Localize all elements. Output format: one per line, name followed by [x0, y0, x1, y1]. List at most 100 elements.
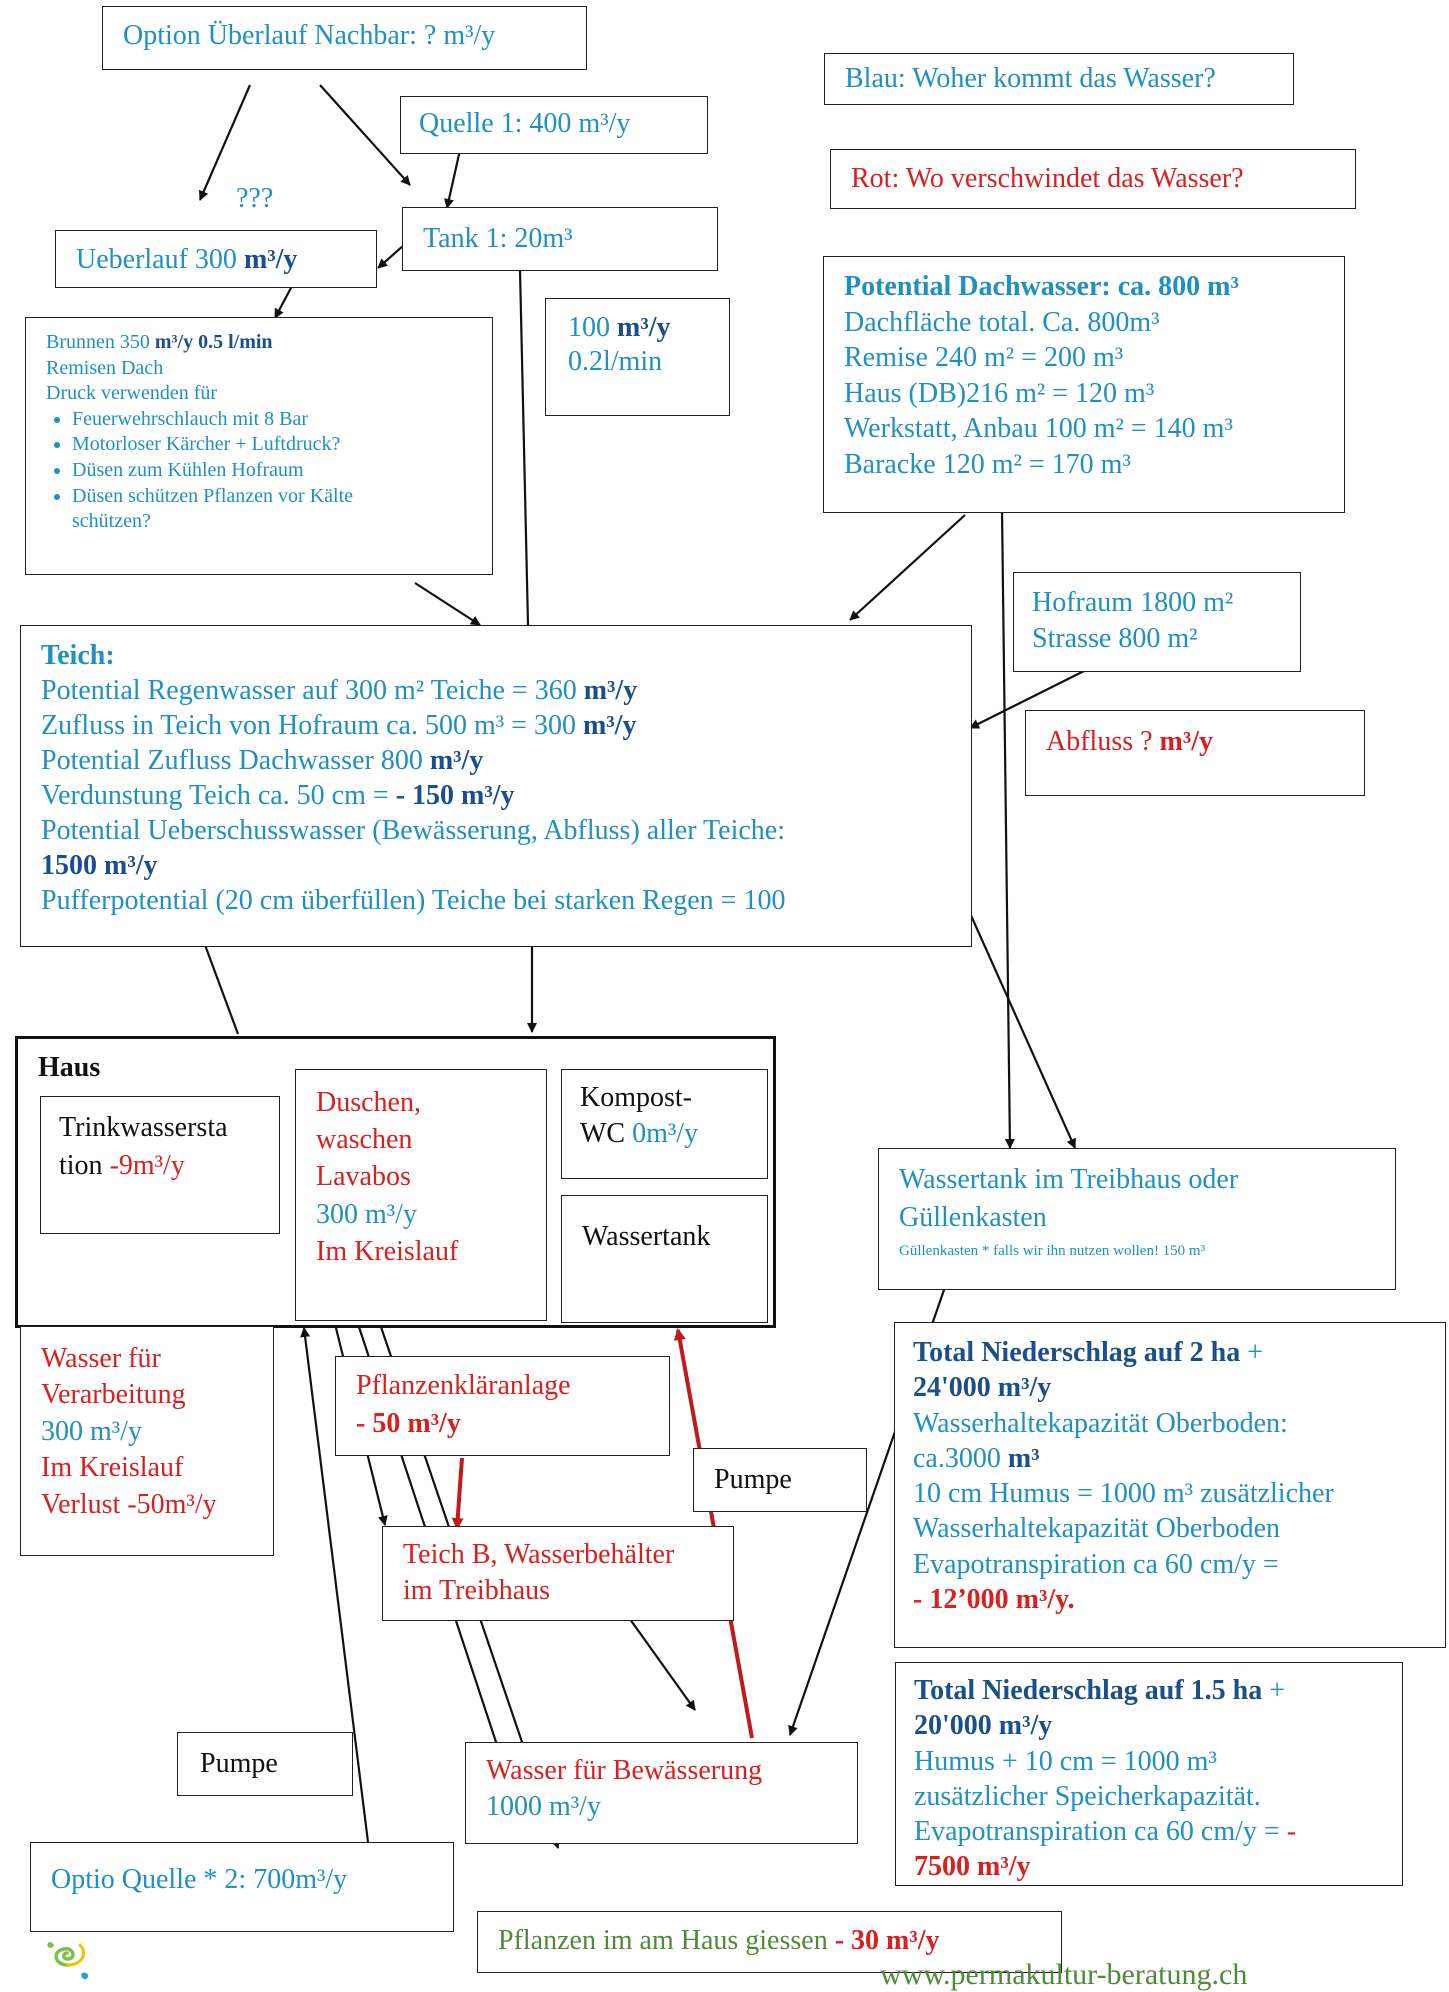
- pump-label: Pumpe: [714, 1464, 792, 1495]
- roof-water-box: Potential Dachwasser: ca. 800 m³ Dachflä…: [823, 256, 1345, 513]
- arrow-overflow-to-well: [274, 285, 293, 319]
- well-title: Brunnen 350: [46, 331, 155, 353]
- roof-water-title: Potential Dachwasser: ca. 800 m³: [844, 271, 1239, 302]
- plants-house-value: - 30 m³/y: [834, 1925, 940, 1956]
- source2-box: Optio Quelle * 2: 700m³/y: [30, 1842, 454, 1932]
- arrow-roof-to-greenhouse-tank: [1000, 509, 1015, 1149]
- pond-rainwater: Potential Regenwasser auf 300 m² Teiche …: [41, 675, 584, 706]
- precip2-evapotranspiration: - 12’000 m³/y.: [913, 1583, 1075, 1615]
- overflow-neighbor-box: Option Überlauf Nachbar: ? m³/y: [102, 6, 587, 70]
- roof-water-line: Baracke 120 m² = 170 m³: [844, 448, 1131, 480]
- house-watertank-box: Wassertank: [561, 1195, 768, 1323]
- precip15-total: 20'000 m³/y: [914, 1710, 1053, 1742]
- drinking-water-box: Trinkwassersta tion -9m³/y: [40, 1096, 280, 1234]
- drinking-water-value: -9m³/y: [109, 1149, 185, 1181]
- plant-treatment-value: - 50 m³/y: [356, 1407, 461, 1439]
- irrigation-value: 1000 m³/y: [486, 1791, 601, 1823]
- house-box: Haus Trinkwassersta tion -9m³/y Duschen,…: [15, 1036, 776, 1328]
- greenhouse-tank-title: Wassertank im Treibhaus oder: [899, 1164, 1239, 1195]
- pond-inflow-yard: Zufluss in Teich von Hofraum ca. 500 m³ …: [41, 710, 583, 741]
- pond-title: Teich:: [41, 640, 115, 671]
- precip2-line: Wasserhaltekapazität Oberboden:: [913, 1407, 1288, 1439]
- arrow-pondb-to-irrigation: [621, 1607, 696, 1711]
- yard-line-courtyard: Hofraum 1800 m²: [1032, 587, 1234, 618]
- flow100-unit: m³/y: [617, 312, 671, 343]
- precip2-title: Total Niederschlag auf 2 ha: [913, 1337, 1248, 1368]
- plants-house-label: Pflanzen im am Haus giessen: [498, 1925, 835, 1956]
- pond-inflow-roof-unit: m³/y: [429, 745, 484, 776]
- precip2-line: Wasserhaltekapazität Oberboden: [913, 1513, 1281, 1545]
- precip15-evapotranspiration: 7500 m³/y: [914, 1851, 1031, 1883]
- arrow-yard-to-pond: [969, 667, 1091, 729]
- well-box: Brunnen 350 m³/y 0.5 l/min Remisen Dach …: [25, 317, 493, 575]
- compost-wc-value: 0m³/y: [632, 1118, 699, 1150]
- processing-line: Verarbeitung: [41, 1379, 186, 1411]
- precip2-plus: +: [1247, 1337, 1264, 1368]
- shower-box: Duschen, waschen Lavabos 300 m³/y Im Kre…: [295, 1069, 547, 1321]
- well-title-values: m³/y 0.5 l/min: [154, 331, 273, 353]
- compost-wc-label: Kompost-: [580, 1082, 692, 1113]
- precip2-total: 24'000 m³/y: [913, 1372, 1052, 1404]
- precip15-line: Humus + 10 cm = 1000 m³: [914, 1745, 1217, 1777]
- outflow-label: Abfluss ?: [1046, 726, 1160, 757]
- shower-line: Lavabos: [316, 1161, 411, 1193]
- pond-b-box: Teich B, Wasserbehälter im Treibhaus: [382, 1526, 734, 1621]
- shower-line: waschen: [316, 1124, 413, 1156]
- pond-buffer: Pufferpotential (20 cm überfüllen) Teich…: [41, 885, 786, 916]
- shower-line: Duschen,: [316, 1087, 421, 1118]
- plants-house-box: Pflanzen im am Haus giessen - 30 m³/y: [477, 1911, 1062, 1973]
- processing-loss: Verlust -50m³/y: [41, 1488, 217, 1520]
- plant-treatment-box: Pflanzenkläranlage - 50 m³/y: [335, 1356, 670, 1456]
- pond-box: Teich: Potential Regenwasser auf 300 m² …: [20, 625, 972, 947]
- yard-box: Hofraum 1800 m² Strasse 800 m²: [1013, 572, 1301, 672]
- well-bullet-continuation: schützen?: [72, 510, 151, 533]
- pond-evaporation-value: - 150 m³/y: [395, 780, 515, 811]
- well-line-roof: Remisen Dach: [46, 356, 164, 379]
- tank1-box: Tank 1: 20m³: [402, 207, 718, 271]
- precip15-line: Evapotranspiration ca 60 cm/y =: [914, 1816, 1287, 1848]
- pond-b-title: Teich B, Wasserbehälter: [403, 1539, 675, 1570]
- footer-url: www.permakultur-beratung.ch: [880, 1958, 1248, 1991]
- legend-blue-label: Blau: Woher kommt das Wasser?: [845, 63, 1216, 94]
- processing-line: Wasser für: [41, 1343, 161, 1374]
- drinking-water-label: Trinkwassersta: [59, 1112, 228, 1143]
- irrigation-title: Wasser für Bewässerung: [486, 1755, 763, 1786]
- roof-water-line: Dachfläche total. Ca. 800m³: [844, 306, 1160, 338]
- overflow300-label: Ueberlauf 300: [76, 244, 244, 275]
- source1-label: Quelle 1: 400 m³/y: [419, 108, 631, 139]
- precipitation-2ha-box: Total Niederschlag auf 2 ha + 24'000 m³/…: [894, 1322, 1446, 1648]
- pump-label-2: Pumpe: [200, 1748, 278, 1779]
- overflow300-box: Ueberlauf 300 m³/y: [55, 230, 377, 288]
- arrow-overflow-to-questions: [198, 84, 252, 201]
- pond-surplus: Potential Ueberschusswasser (Bewässerung…: [41, 815, 785, 846]
- outflow-box: Abfluss ? m³/y: [1025, 710, 1365, 796]
- processing-value: 300 m³/y: [41, 1415, 142, 1447]
- pond-b-subtitle: im Treibhaus: [403, 1575, 551, 1607]
- flow100-box: 100 m³/y 0.2l/min: [545, 298, 730, 416]
- legend-blue-box: Blau: Woher kommt das Wasser?: [824, 53, 1294, 105]
- precip2-line: ca.3000: [913, 1442, 1008, 1474]
- arrow-source-to-tank: [444, 149, 462, 209]
- drinking-water-label-end: tion: [59, 1149, 110, 1181]
- yard-line-street: Strasse 800 m²: [1032, 623, 1198, 655]
- shower-cycle: Im Kreislauf: [316, 1235, 459, 1267]
- house-title: Haus: [38, 1052, 101, 1083]
- well-line-pressure: Druck verwenden für: [46, 382, 218, 405]
- flow100-value: 100: [568, 312, 617, 343]
- well-bullet: Motorloser Kärcher + Luftdruck?: [72, 432, 472, 458]
- well-bullet: Düsen zum Kühlen Hofraum: [72, 458, 472, 484]
- tank1-label: Tank 1: 20m³: [423, 223, 573, 254]
- line-pond-to-house-left: [203, 944, 240, 1035]
- well-bullet: Düsen schützen Pflanzen vor Kälte: [72, 484, 472, 510]
- pond-evaporation: Verdunstung Teich ca. 50 cm =: [41, 780, 396, 811]
- compost-wc-label-end: WC: [580, 1118, 633, 1150]
- irrigation-box: Wasser für Bewässerung 1000 m³/y: [465, 1742, 858, 1844]
- legend-red-box: Rot: Wo verschwindet das Wasser?: [830, 149, 1356, 209]
- shower-value: 300 m³/y: [316, 1198, 417, 1230]
- house-watertank-label: Wassertank: [582, 1221, 711, 1252]
- pond-rainwater-unit: m³/y: [583, 675, 638, 706]
- pump-box: Pumpe: [693, 1448, 867, 1512]
- outflow-unit: m³/y: [1159, 726, 1214, 757]
- precip15-plus: +: [1269, 1675, 1286, 1706]
- roof-water-line: Haus (DB)216 m² = 120 m³: [844, 377, 1155, 409]
